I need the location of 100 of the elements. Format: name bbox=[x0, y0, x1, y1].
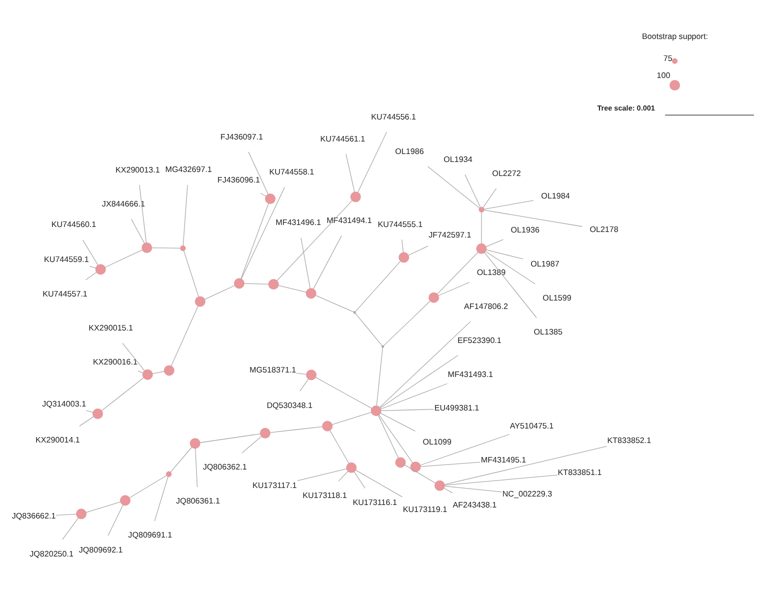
node-text: OL2178 bbox=[590, 225, 618, 234]
node-text: KU744560.1 bbox=[51, 220, 96, 230]
connector bbox=[357, 132, 387, 193]
connector bbox=[56, 514, 77, 516]
connector bbox=[170, 446, 192, 472]
connector bbox=[486, 239, 504, 248]
node-text: FJ436096.1 bbox=[217, 176, 260, 185]
connector bbox=[485, 251, 536, 284]
node-text: MF431493.1 bbox=[448, 370, 494, 379]
node-text: JQ806362.1 bbox=[202, 462, 247, 472]
node-circle bbox=[120, 495, 130, 506]
node-circle bbox=[92, 408, 103, 420]
node-text: JQ809691.1 bbox=[128, 530, 172, 540]
node-text: KT833852.1 bbox=[607, 436, 652, 446]
node-circle bbox=[434, 480, 445, 491]
node-text: KX290016.1 bbox=[93, 358, 138, 367]
node-circle bbox=[234, 278, 244, 289]
connector bbox=[380, 355, 458, 408]
connector bbox=[355, 470, 403, 498]
connector bbox=[297, 468, 347, 482]
node-circle bbox=[76, 508, 87, 520]
connector bbox=[244, 283, 269, 284]
connector bbox=[62, 518, 79, 540]
node-text: EU499381.1 bbox=[434, 404, 480, 413]
node-text: KU173119.1 bbox=[402, 504, 448, 514]
connector bbox=[296, 372, 307, 375]
node-text: KU744558.1 bbox=[269, 167, 314, 176]
connector bbox=[376, 347, 383, 406]
connector bbox=[85, 272, 97, 280]
node-text: KX290013.1 bbox=[115, 165, 160, 174]
legend-label: 100 bbox=[656, 70, 670, 80]
node-text: MG432697.1 bbox=[165, 165, 212, 174]
node-circle bbox=[322, 420, 333, 432]
connector bbox=[241, 186, 285, 280]
connector bbox=[428, 166, 480, 208]
connector bbox=[420, 434, 510, 466]
node-circle bbox=[410, 462, 421, 472]
connector bbox=[330, 430, 350, 464]
node-text: JQ820250.1 bbox=[30, 549, 74, 558]
connector bbox=[248, 152, 269, 195]
node-text: JF742597.1 bbox=[428, 230, 472, 240]
connector bbox=[355, 260, 401, 312]
node-text: AF147806.2 bbox=[464, 302, 508, 311]
node-circle bbox=[395, 457, 406, 468]
connector bbox=[82, 240, 98, 266]
node-text: MF431496.1 bbox=[276, 218, 321, 228]
node-text: JQ806361.1 bbox=[176, 496, 220, 506]
connector bbox=[481, 212, 482, 244]
node-text: OL1385 bbox=[534, 327, 563, 336]
node-text: OL1936 bbox=[510, 225, 540, 234]
node-text: KU744559.1 bbox=[44, 254, 89, 264]
connector bbox=[438, 282, 470, 296]
node-circle bbox=[268, 279, 279, 290]
node-circle bbox=[428, 292, 440, 303]
connector bbox=[108, 504, 124, 536]
node-text: KU744561.1 bbox=[320, 134, 366, 144]
connector bbox=[200, 434, 261, 443]
connector bbox=[338, 471, 348, 482]
connector bbox=[354, 471, 366, 489]
node-text: DQ530348.1 bbox=[266, 400, 312, 410]
label: Tree scale: 0.001 bbox=[597, 103, 655, 112]
node-text: JX844666.1 bbox=[102, 200, 145, 208]
node-circle bbox=[142, 369, 153, 380]
connector bbox=[402, 239, 404, 253]
connector bbox=[378, 414, 399, 458]
connector bbox=[152, 371, 165, 374]
node-circle bbox=[306, 288, 316, 299]
connector bbox=[444, 486, 502, 492]
connector bbox=[408, 246, 428, 256]
connector bbox=[380, 412, 416, 432]
node-text: KU744557.1 bbox=[42, 290, 88, 299]
node-text: KT833851.1 bbox=[558, 468, 602, 478]
label: Bootstrap support: bbox=[642, 32, 708, 41]
connector bbox=[444, 474, 558, 486]
connector bbox=[138, 370, 144, 374]
node-text: OL1984 bbox=[541, 192, 570, 201]
legend-label: 75 bbox=[663, 54, 672, 64]
connector bbox=[486, 250, 524, 260]
node-circle bbox=[180, 245, 186, 252]
connector bbox=[312, 236, 342, 290]
connector bbox=[276, 200, 353, 282]
connector bbox=[86, 502, 121, 513]
node-text: KX290015.1 bbox=[88, 324, 134, 333]
connector bbox=[154, 476, 168, 522]
connector bbox=[79, 416, 94, 426]
connector bbox=[242, 436, 262, 454]
node-text: OL2272 bbox=[492, 168, 521, 178]
node-circle bbox=[164, 365, 174, 376]
node-text: KU173117.1 bbox=[252, 481, 297, 490]
connector bbox=[195, 448, 198, 488]
connector bbox=[444, 446, 607, 485]
node-point bbox=[381, 345, 384, 348]
connector bbox=[240, 203, 269, 279]
connector bbox=[89, 266, 96, 268]
connector bbox=[332, 412, 372, 425]
connector bbox=[260, 192, 266, 197]
node-circle bbox=[370, 406, 382, 416]
connector bbox=[484, 252, 537, 318]
node-text: EF523390.1 bbox=[457, 336, 502, 345]
connector bbox=[139, 184, 147, 244]
